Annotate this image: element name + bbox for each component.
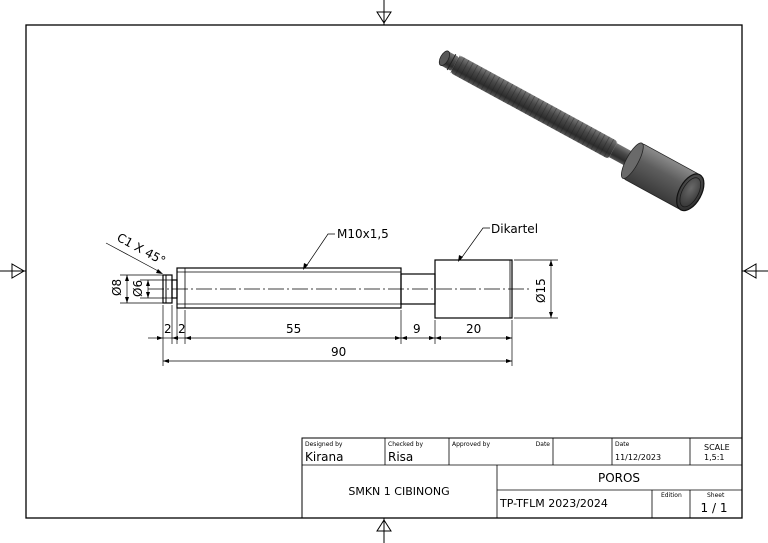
checked-by-label: Checked by bbox=[388, 441, 423, 448]
date-label-1: Date bbox=[536, 441, 551, 448]
chamfer-note: C1 X 45° bbox=[115, 230, 168, 268]
scale-label: SCALE bbox=[704, 443, 730, 452]
dia-major-label: Ø8 bbox=[110, 279, 124, 296]
thread-section bbox=[176, 267, 402, 309]
dia-minor-label: Ø6 bbox=[131, 280, 145, 297]
head-section bbox=[434, 259, 513, 319]
thread-note: M10x1,5 bbox=[337, 227, 389, 241]
knurl-note: Dikartel bbox=[491, 222, 538, 236]
designed-by-value: Kirana bbox=[305, 450, 343, 464]
dim-chamfer: 2 bbox=[164, 322, 172, 336]
title-block bbox=[301, 437, 743, 519]
scale-value: 1,5:1 bbox=[704, 453, 725, 462]
orthographic-view bbox=[148, 259, 530, 319]
dim-total: 90 bbox=[331, 345, 346, 359]
isometric-shaft-render bbox=[438, 50, 705, 212]
organization: SMKN 1 CIBINONG bbox=[348, 485, 449, 498]
designed-by-label: Designed by bbox=[305, 441, 343, 448]
dimension-lines bbox=[105, 227, 558, 366]
part-name: POROS bbox=[598, 471, 640, 485]
class-code: TP-TFLM 2023/2024 bbox=[499, 497, 608, 510]
date-label-2: Date bbox=[615, 441, 630, 448]
date-value: 11/12/2023 bbox=[615, 453, 661, 462]
dim-neck: 9 bbox=[413, 322, 421, 336]
title-block-texts: Designed by Kirana Checked by Risa Appro… bbox=[305, 441, 730, 515]
edition-label: Edition bbox=[661, 492, 682, 499]
drawing-border bbox=[25, 24, 743, 519]
dim-thread: 55 bbox=[286, 322, 301, 336]
dia-head-label: Ø15 bbox=[534, 278, 548, 303]
approved-by-label: Approved by bbox=[452, 441, 490, 448]
dim-head: 20 bbox=[466, 322, 481, 336]
sheet-value: 1 / 1 bbox=[701, 501, 728, 515]
checked-by-value: Risa bbox=[388, 450, 413, 464]
sheet-label: Sheet bbox=[707, 492, 725, 499]
dim-groove: 2 bbox=[178, 322, 186, 336]
